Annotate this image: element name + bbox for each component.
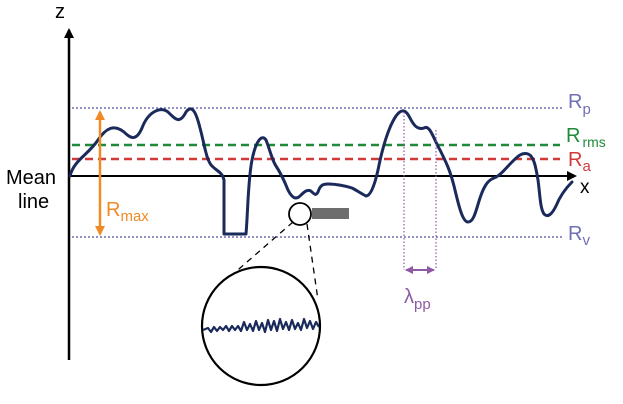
x-axis-label: x: [580, 177, 590, 198]
rv-label: Rv: [568, 223, 590, 249]
mean-line-label-2: line: [18, 191, 49, 213]
mean-line-label-1: Mean: [6, 167, 56, 189]
magnify-source-circle: [288, 202, 312, 226]
rp-label: Rp: [568, 91, 591, 118]
lambda-pp-label: λpp: [404, 286, 431, 313]
rmax-label: Rmax: [106, 199, 149, 225]
ra-label: Ra: [568, 149, 591, 175]
surface-profile: [68, 107, 574, 236]
z-axis-label: z: [55, 1, 65, 23]
stylus-bar: [312, 208, 349, 219]
magnified-roughness: [202, 317, 320, 334]
magnify-connector-right: [306, 223, 319, 301]
magnify-connector-left: [223, 221, 294, 283]
